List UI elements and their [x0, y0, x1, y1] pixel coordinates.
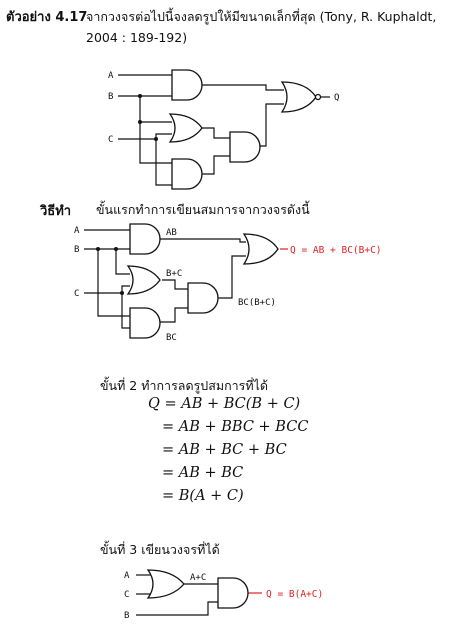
c2-junction-c: [120, 291, 124, 295]
step3-label: ขั้นที่ 3 เขียนวงจรที่ได้: [100, 542, 220, 557]
c2-bcbpc-label: BC(B+C): [238, 298, 276, 308]
c1-or-gate: [168, 113, 203, 143]
example-question: จากวงจรต่อไปนี้จงลดรูปให้มีขนาดเล็กที่สุ…: [86, 9, 437, 45]
c1-wire-c-or: [155, 133, 172, 139]
c3-wire-b: [136, 601, 218, 616]
c1-input-c-label: C: [108, 135, 113, 145]
solution-label: วิธีทำ: [40, 204, 72, 219]
equation-line-3: = AB + BC + BC: [162, 442, 287, 458]
c3-input-c-label: C: [124, 590, 129, 600]
c1-wire-ab: [202, 84, 284, 91]
c2-junction-b: [96, 247, 100, 251]
c1-input-a-label: A: [108, 71, 114, 81]
c1-input-b-label: B: [108, 92, 113, 102]
circuit-simplified: A C B A+C Q = B(A+C): [124, 569, 323, 621]
c1-wire-b-branch-and: [139, 96, 172, 164]
solution-intro: ขั้นแรกทำการเขียนสมการจากวงจรดังนี้: [96, 202, 310, 217]
c2-bc-label: BC: [166, 333, 177, 343]
c1-and-gate-2: [229, 131, 261, 163]
c2-wire-bcbpc: [218, 255, 246, 299]
c3-apc-label: A+C: [190, 573, 206, 583]
c1-junction-b2: [138, 120, 142, 124]
c3-output-equation: Q = B(A+C): [266, 589, 323, 600]
c2-input-c-label: C: [74, 289, 79, 299]
c2-bpc-label: B+C: [166, 269, 182, 279]
c1-output-bubble: [314, 93, 322, 101]
equation-line-4: = AB + BC: [162, 465, 244, 481]
c3-input-b-label: B: [124, 611, 129, 621]
c1-output-label: Q: [334, 93, 339, 103]
circuit-original: A B C Q: [108, 69, 339, 190]
step2-label: ขั้นที่ 2 ทำการลดรูปสมการที่ได้: [100, 378, 269, 393]
c2-wire-ab: [160, 238, 246, 243]
c2-and-gate-ab: [129, 223, 161, 255]
c2-output-equation: Q = AB + BC(B+C): [290, 245, 382, 256]
c1-junction-c: [154, 137, 158, 141]
example-label: ตัวอย่าง 4.17: [6, 10, 88, 25]
c3-or-gate: [146, 569, 185, 599]
c2-input-b-label: B: [74, 245, 79, 255]
c1-wire-or-out: [202, 127, 230, 139]
c3-input-a-label: A: [124, 571, 130, 581]
c2-wire-c-and: [121, 293, 130, 329]
c1-wire-and-out: [202, 155, 230, 175]
c2-ab-label: AB: [166, 228, 177, 238]
c3-and-gate: [217, 577, 249, 609]
equation-line-5: = B(A + C): [162, 488, 244, 504]
c2-and-gate-bc: [129, 307, 161, 339]
c1-wire-and2-out: [260, 103, 284, 147]
c2-wire-bpc: [162, 279, 188, 290]
c1-junction-b: [138, 94, 142, 98]
c2-wire-b-or: [115, 249, 130, 275]
c2-and-gate-2: [187, 282, 219, 314]
circuit-annotated: A B C AB B+C BC BC(B+C) Q = AB + BC(B+C): [74, 223, 382, 343]
equation-line-1: Q = AB + BC(B + C): [148, 396, 301, 412]
c2-wire-bc: [160, 307, 188, 323]
c2-wire-c: [84, 285, 130, 294]
c2-or-gate: [126, 265, 161, 295]
equation-line-2: = AB + BBC + BCC: [162, 419, 309, 435]
c1-and-gate-ab: [171, 69, 203, 101]
c2-junction-b2: [114, 247, 118, 251]
c1-or-gate-out: [280, 81, 317, 113]
c2-wire-b-down: [97, 249, 130, 317]
c2-or-gate-out: [242, 233, 279, 265]
c2-input-a-label: A: [74, 226, 80, 236]
c1-wire-c: [118, 138, 172, 186]
c1-and-gate-bc: [171, 158, 203, 190]
